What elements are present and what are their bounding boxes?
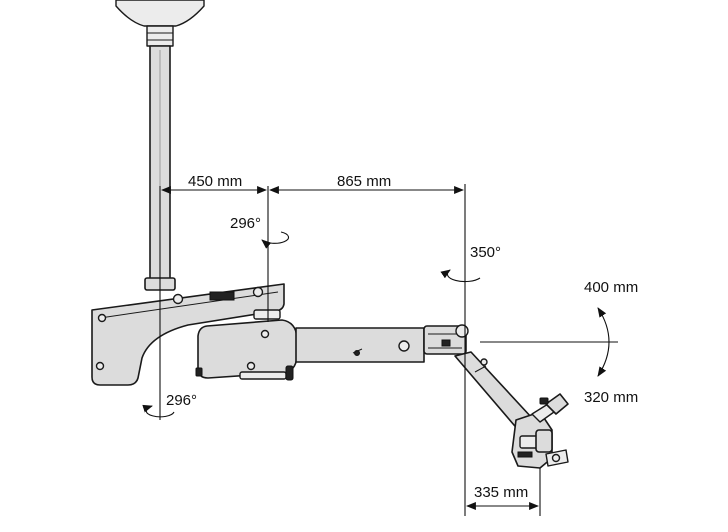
rotation-upper-joint: 296° [230, 215, 290, 249]
vertical-up-label: 400 mm [584, 279, 638, 296]
column-collar [146, 25, 174, 47]
dim-865-label: 865 mm [337, 173, 391, 190]
rotation-arm-end-label: 350° [470, 244, 501, 261]
dim-335: 335 mm [466, 484, 539, 510]
dim-450: 450 mm [161, 173, 267, 194]
rotation-lower-label: 296° [166, 392, 197, 409]
rotation-arm-end: 350° [440, 244, 501, 283]
vertical-down-label: 320 mm [584, 389, 638, 406]
microscope-head [511, 393, 569, 469]
vertical-travel-arc: 400 mm 320 mm [584, 279, 638, 406]
vertical-column [149, 45, 171, 283]
joint-housing [195, 319, 298, 381]
ceiling-plate [115, 0, 205, 27]
dim-865: 865 mm [269, 173, 464, 194]
dim-335-label: 335 mm [474, 484, 528, 501]
dim-450-label: 450 mm [188, 173, 242, 190]
rotation-lower-joint: 296° [142, 392, 197, 418]
main-horizontal-arm [295, 324, 469, 363]
upper-carrier-arm [91, 283, 285, 386]
rotation-upper-label: 296° [230, 215, 261, 232]
